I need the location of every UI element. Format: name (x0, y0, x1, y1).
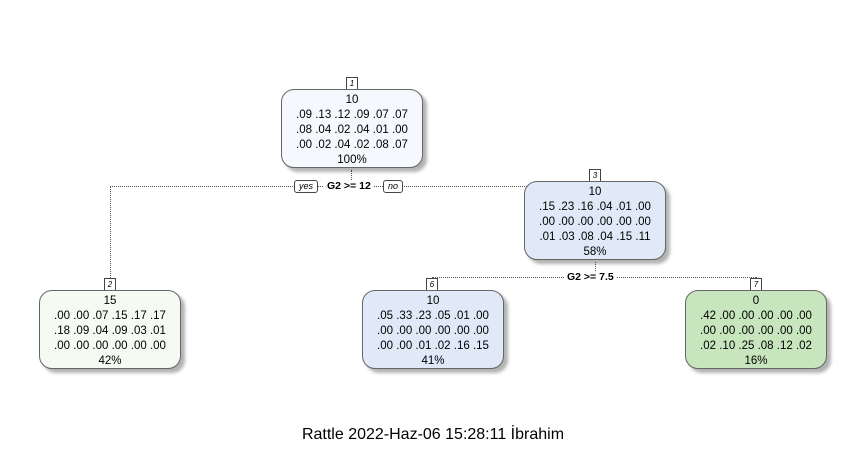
edge-root-stem (351, 170, 352, 186)
tree-node-7[interactable]: 0 .42 .00 .00 .00 .00 .00 .00 .00 .00 .0… (685, 290, 827, 369)
node-prob-row: .00 .00 .00 .00 .00 .00 (54, 340, 166, 352)
node-prob-row: .15 .23 .16 .04 .01 .00 (539, 201, 651, 213)
split-yes-label: yes (294, 180, 319, 193)
edge-node3-stem (595, 262, 596, 277)
node-percentage: 16% (744, 355, 768, 367)
split-root-condition: G2 >= 12 (324, 180, 374, 192)
node-prob-row: .42 .00 .00 .00 .00 .00 (700, 310, 812, 322)
node-prob-row: .00 .00 .07 .15 .17 .17 (54, 310, 166, 322)
node-prob-row: .00 .02 .04 .02 .08 .07 (296, 139, 408, 151)
node-prob-row: .00 .00 .00 .00 .00 .00 (700, 325, 812, 337)
node-prediction: 10 (345, 94, 359, 106)
node-prob-row: .09 .13 .12 .09 .07 .07 (296, 109, 408, 121)
node-prob-row: .00 .00 .00 .00 .00 .00 (539, 216, 651, 228)
split-node3-condition: G2 >= 7.5 (564, 271, 617, 283)
edge-root-to-node2 (110, 186, 111, 282)
node-percentage: 100% (337, 154, 367, 166)
node-prob-row: .00 .00 .01 .02 .16 .15 (377, 340, 489, 352)
node-prob-row: .05 .33 .23 .05 .01 .00 (377, 310, 489, 322)
tree-node-6[interactable]: 10 .05 .33 .23 .05 .01 .00 .00 .00 .00 .… (362, 290, 504, 369)
node-prediction: 10 (426, 295, 440, 307)
node-prob-row: .02 .10 .25 .08 .12 .02 (700, 340, 812, 352)
node-percentage: 58% (583, 246, 607, 258)
node-prob-row: .08 .04 .02 .04 .01 .00 (296, 124, 408, 136)
node-percentage: 41% (421, 355, 445, 367)
node-prob-row: .18 .09 .04 .09 .03 .01 (54, 325, 166, 337)
node-percentage: 42% (98, 355, 122, 367)
node-prediction: 15 (103, 295, 117, 307)
split-no-label: no (383, 180, 404, 193)
plot-caption: Rattle 2022-Haz-06 15:28:11 İbrahim (301, 426, 565, 443)
tree-node-2[interactable]: 15 .00 .00 .07 .15 .17 .17 .18 .09 .04 .… (39, 290, 181, 369)
tree-node-3[interactable]: 10 .15 .23 .16 .04 .01 .00 .00 .00 .00 .… (524, 181, 666, 260)
tree-node-1[interactable]: 10 .09 .13 .12 .09 .07 .07 .08 .04 .02 .… (281, 89, 423, 168)
node-prediction: 0 (752, 295, 760, 307)
node-prob-row: .00 .00 .00 .00 .00 .00 (377, 325, 489, 337)
node-prediction: 10 (588, 186, 602, 198)
node-prob-row: .01 .03 .08 .04 .15 .11 (539, 231, 651, 243)
